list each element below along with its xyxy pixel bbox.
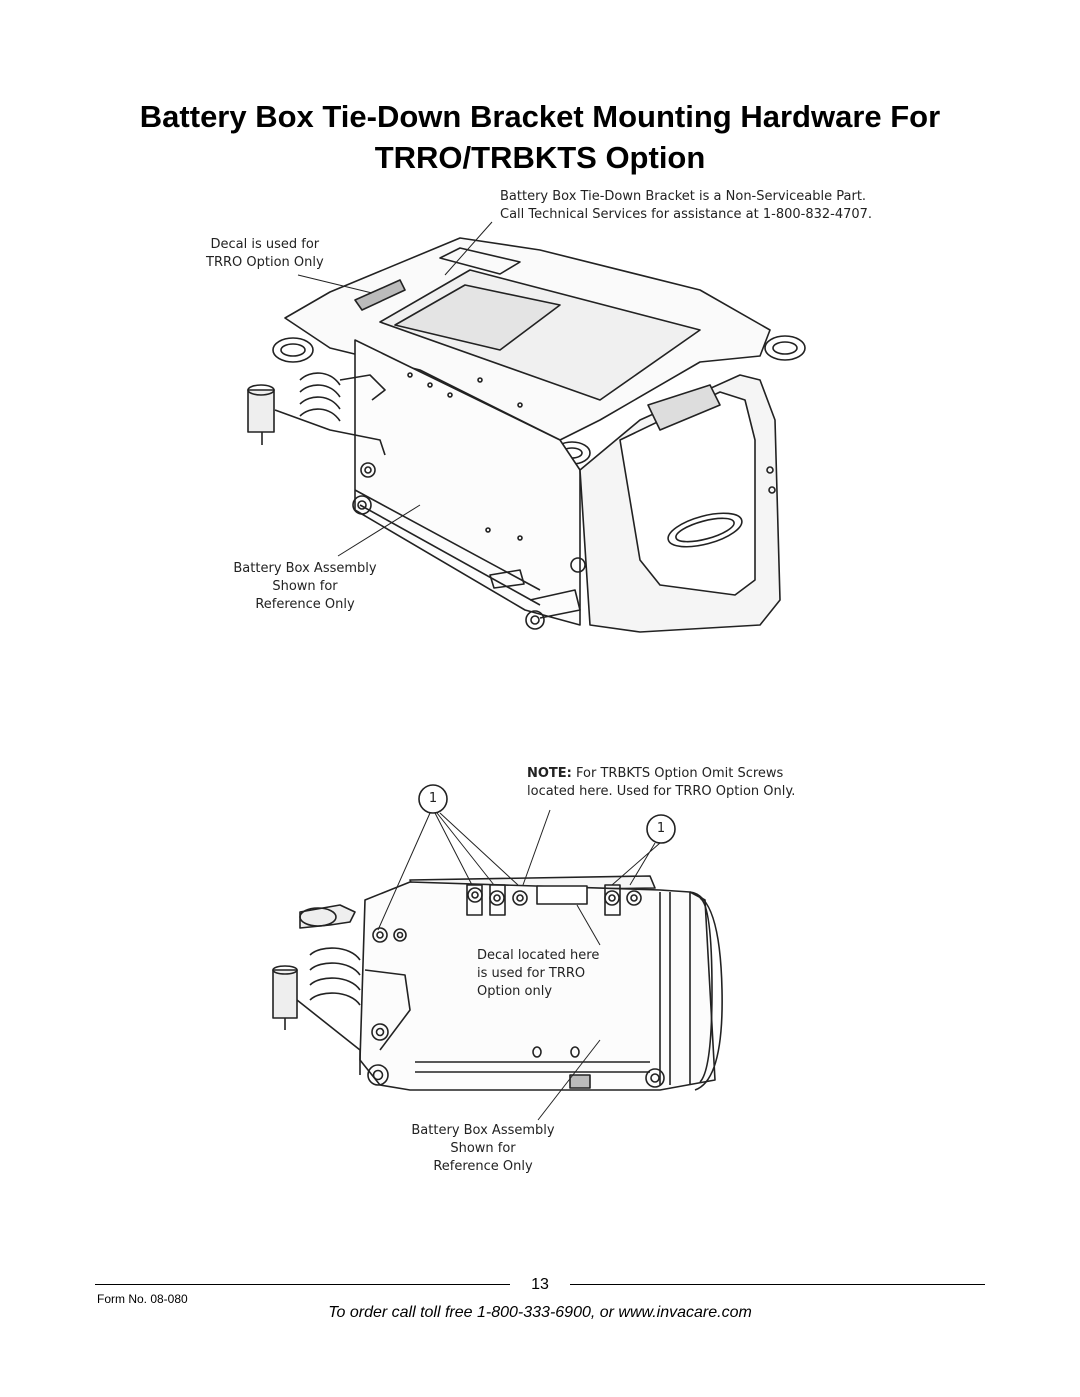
- figure2-note-text1: For TRBKTS Option Omit Screws: [576, 766, 784, 781]
- figure1-bracket-callout: Battery Box Tie-Down Bracket is a Non-Se…: [500, 188, 872, 224]
- figure1-assembly-callout-line1: Battery Box Assembly: [233, 561, 377, 576]
- page-title: Battery Box Tie-Down Bracket Mounting Ha…: [0, 96, 1080, 178]
- figure1-decal-callout-line2: TRRO Option Only: [206, 255, 324, 270]
- figure2-assembly-callout-line3: Reference Only: [433, 1159, 533, 1174]
- figure2-assembly-callout-line1: Battery Box Assembly: [411, 1123, 555, 1138]
- figure2-note-callout: NOTE: For TRBKTS Option Omit Screws loca…: [527, 765, 795, 801]
- page-title-line2: TRRO/TRBKTS Option: [374, 140, 706, 175]
- order-contact-line: To order call toll free 1-800-333-6900, …: [328, 1304, 752, 1321]
- figure1-assembly-callout-line3: Reference Only: [255, 597, 355, 612]
- figure1-bracket-callout-line2: Call Technical Services for assistance a…: [500, 207, 873, 222]
- footer-rule-left: [95, 1284, 510, 1285]
- figure1-assembly-callout: Battery Box Assembly Shown for Reference…: [230, 560, 380, 614]
- figure2-decal-callout: Decal located here is used for TRRO Opti…: [477, 947, 599, 1001]
- figure2-decal-callout-line2: is used for TRRO: [477, 966, 586, 981]
- figure2-assembly-callout-line2: Shown for: [450, 1141, 516, 1156]
- figure2-note-label: NOTE:: [527, 766, 572, 781]
- figure2-note-line1: NOTE: For TRBKTS Option Omit Screws: [527, 765, 795, 783]
- figure1-assembly-callout-line2: Shown for: [272, 579, 338, 594]
- figure1-bracket-callout-line1: Battery Box Tie-Down Bracket is a Non-Se…: [500, 189, 867, 204]
- figure2-item-number-right: 1: [656, 821, 666, 836]
- page-number: 13: [531, 1276, 549, 1293]
- form-number: Form No. 08-080: [97, 1292, 188, 1306]
- figure1-decal-callout-line1: Decal is used for: [210, 237, 320, 252]
- figure1-decal-callout: Decal is used for TRRO Option Only: [206, 236, 324, 272]
- figure2-decal-callout-line3: Option only: [477, 984, 553, 999]
- figure2-decal-callout-line1: Decal located here: [477, 948, 600, 963]
- figure2-assembly-callout: Battery Box Assembly Shown for Reference…: [408, 1122, 558, 1176]
- battery-box-side-illustration: [272, 784, 723, 1121]
- footer-rule-right: [570, 1284, 985, 1285]
- figure2-item-number-left: 1: [428, 791, 438, 806]
- figure2-note-line2: located here. Used for TRRO Option Only.: [527, 784, 796, 799]
- battery-box-perspective-illustration: [247, 221, 806, 633]
- page-title-line1: Battery Box Tie-Down Bracket Mounting Ha…: [139, 99, 941, 134]
